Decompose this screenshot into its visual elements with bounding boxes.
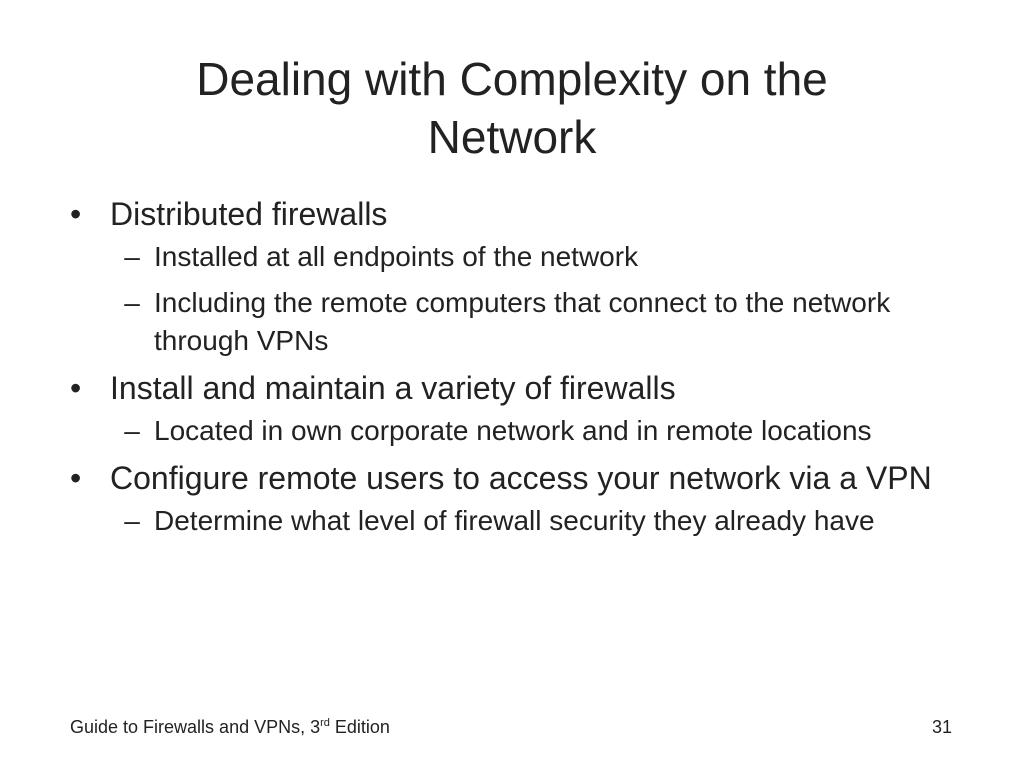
bullet-text: Distributed firewalls <box>110 196 388 232</box>
sub-bullet-list: – Located in own corporate network and i… <box>110 412 970 450</box>
dash-marker: – <box>124 287 140 318</box>
dash-marker: – <box>124 241 140 272</box>
bullet-marker: • <box>70 196 82 232</box>
dash-marker: – <box>124 415 140 446</box>
sub-bullet-item: – Determine what level of firewall secur… <box>110 502 970 540</box>
slide-title-line-1: Dealing with Complexity on the <box>196 53 828 105</box>
sub-bullet-text: Including the remote computers that conn… <box>154 287 891 356</box>
bullet-marker: • <box>70 460 82 496</box>
sub-bullet-list: – Installed at all endpoints of the netw… <box>110 238 970 360</box>
sub-bullet-list: – Determine what level of firewall secur… <box>110 502 970 540</box>
slide-title-line-2: Network <box>427 111 597 163</box>
sub-bullet-text: Determine what level of firewall securit… <box>154 505 875 536</box>
bullet-item-distributed-firewalls: • Distributed firewalls – Installed at a… <box>70 194 970 360</box>
bullet-text: Configure remote users to access your ne… <box>110 460 932 496</box>
footer-book-title: Guide to Firewalls and VPNs, 3rd Edition <box>70 716 390 738</box>
bullet-item-remote-users-vpn: • Configure remote users to access your … <box>70 458 970 540</box>
footer-page-number: 31 <box>931 717 952 737</box>
bullet-item-variety-of-firewalls: • Install and maintain a variety of fire… <box>70 368 970 450</box>
footer-book-title-prefix: Guide to Firewalls and VPNs, 3 <box>70 717 321 737</box>
dash-marker: – <box>124 505 140 536</box>
sub-bullet-item: – Installed at all endpoints of the netw… <box>110 238 970 276</box>
sub-bullet-text: Located in own corporate network and in … <box>154 415 872 446</box>
slide-title: Dealing with Complexity on the Network <box>60 50 964 166</box>
bullet-list: • Distributed firewalls – Installed at a… <box>70 194 970 548</box>
footer-book-title-ordinal: rd <box>320 717 330 729</box>
sub-bullet-text: Installed at all endpoints of the networ… <box>154 241 639 272</box>
bullet-text: Install and maintain a variety of firewa… <box>110 370 676 406</box>
footer-book-title-suffix: Edition <box>329 717 390 737</box>
sub-bullet-item: – Including the remote computers that co… <box>110 284 970 360</box>
sub-bullet-item: – Located in own corporate network and i… <box>110 412 970 450</box>
bullet-marker: • <box>70 370 82 406</box>
